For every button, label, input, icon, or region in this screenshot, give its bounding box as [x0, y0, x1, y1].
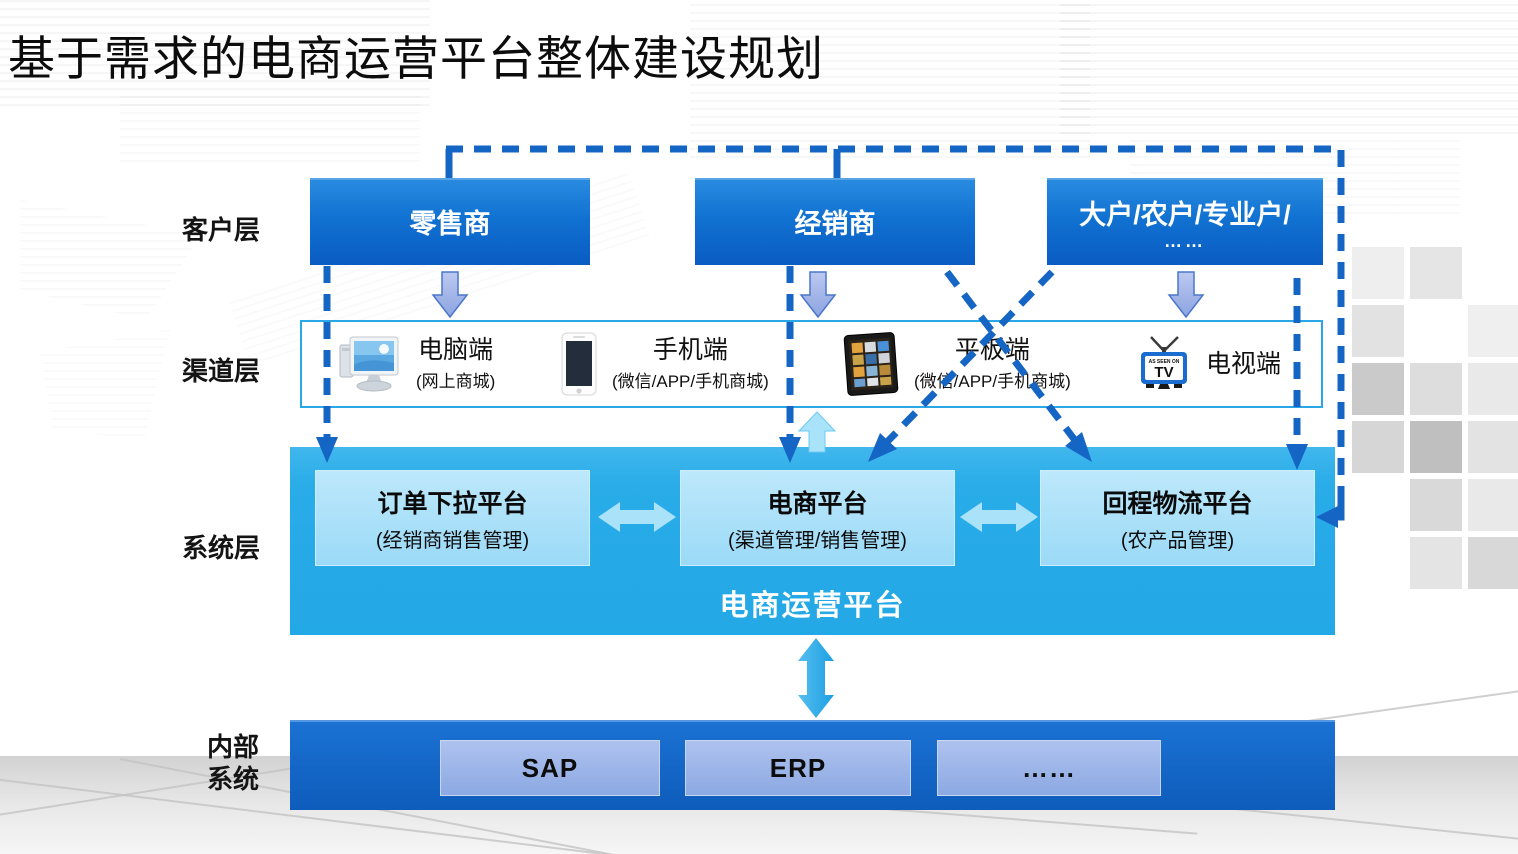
smartphone-icon: [561, 332, 597, 396]
mosaic-square: [1468, 363, 1518, 415]
mosaic-square: [1410, 247, 1462, 299]
customer-box-retailer: 零售商: [310, 178, 590, 265]
system-box-order-pull-platform: 订单下拉平台 (经销商销售管理): [315, 470, 590, 566]
mosaic-square: [1410, 479, 1462, 531]
system-box-ecommerce-platform: 电商平台 (渠道管理/销售管理): [680, 470, 955, 566]
down-arrow-distributor: [799, 271, 837, 319]
mosaic-square: [1352, 305, 1404, 357]
mosaic-square: [1410, 363, 1462, 415]
internal-box-others: ……: [937, 740, 1161, 796]
channel-item-title: 电脑端: [418, 336, 494, 364]
internal-box-erp: ERP: [685, 740, 911, 796]
channel-item-tv: AS SEEN ON TV 电视端: [1136, 320, 1281, 408]
mosaic-square: [1352, 363, 1404, 415]
channel-item-text: 平板端 (微信/APP/手机商城): [914, 336, 1071, 392]
internal-layer-label: 内部 系统: [202, 731, 264, 795]
internal-layer-label-line2: 系统: [206, 764, 259, 794]
channel-item-text: 电脑端 (网上商城): [416, 336, 495, 392]
internal-layer-label-line1: 内部: [206, 732, 259, 762]
tablet-icon: [843, 332, 899, 396]
gradient-down-arrows: [431, 271, 1205, 319]
internal-box-sap: SAP: [440, 740, 660, 796]
channel-item-text: 手机端 (微信/APP/手机商城): [612, 336, 769, 392]
channel-item-text: 电视端: [1206, 350, 1281, 378]
customer-box-distributor: 经销商: [695, 178, 975, 265]
channel-item-title: 手机端: [652, 336, 728, 364]
system-layer-label: 系统层: [182, 533, 261, 563]
channel-item-title: 电视端: [1206, 350, 1282, 378]
vertical-double-arrow: [798, 638, 834, 718]
mosaic-square: [1468, 305, 1518, 357]
background-map-texture: [1060, 4, 1518, 134]
system-box-title: 订单下拉平台: [377, 489, 528, 518]
mosaic-square: [1468, 421, 1518, 473]
channel-item-pc: 电脑端 (网上商城): [338, 320, 495, 408]
down-arrow-retailer: [431, 271, 469, 319]
background-map-texture: [40, 330, 170, 440]
platform-label: 电商运营平台: [719, 590, 906, 622]
system-box-title: 电商平台: [767, 489, 868, 518]
customer-box-large-households: 大户/农户/专业户/ ……: [1047, 178, 1323, 265]
tv-icon: AS SEEN ON TV: [1141, 336, 1187, 389]
customer-box-title: 大户/农户/专业户/: [1079, 200, 1291, 230]
customer-box-title: 零售商: [409, 209, 491, 239]
channel-item-subtitle: (微信/APP/手机商城): [612, 372, 769, 391]
tv-icon-label: TV: [1154, 364, 1173, 381]
channel-item-tablet: 平板端 (微信/APP/手机商城): [842, 320, 1071, 408]
down-arrow-households: [1167, 271, 1205, 319]
channel-item-title: 平板端: [954, 336, 1030, 364]
up-arrow-system-to-channel: [797, 411, 837, 453]
desktop-computer-icon: [339, 336, 399, 392]
mosaic-square: [1352, 421, 1404, 473]
system-box-subtitle: (渠道管理/销售管理): [728, 529, 907, 552]
background-map-texture: [120, 96, 420, 166]
system-box-subtitle: (经销商销售管理): [375, 529, 530, 552]
channel-item-mobile: 手机端 (微信/APP/手机商城): [560, 320, 769, 408]
background-map-texture: [20, 200, 200, 320]
customer-box-subtitle: ……: [1164, 231, 1206, 251]
channel-item-subtitle: (微信/APP/手机商城): [914, 372, 1071, 391]
system-box-return-logistics-platform: 回程物流平台 (农产品管理): [1040, 470, 1315, 566]
mosaic-square: [1468, 537, 1518, 589]
customer-layer-label: 客户层: [182, 215, 261, 245]
system-box-title: 回程物流平台: [1102, 489, 1253, 518]
channel-item-subtitle: (网上商城): [416, 372, 496, 391]
connector-loop-corner: [1336, 501, 1345, 521]
channel-layer-label: 渠道层: [182, 356, 261, 386]
customer-box-title: 经销商: [794, 209, 876, 239]
mosaic-square: [1468, 479, 1518, 531]
mosaic-square: [1410, 421, 1462, 473]
mosaic-square: [1410, 537, 1462, 589]
system-box-subtitle: (农产品管理): [1120, 529, 1235, 552]
mosaic-square: [1352, 247, 1404, 299]
slide-title: 基于需求的电商运营平台整体建设规划: [8, 34, 824, 86]
